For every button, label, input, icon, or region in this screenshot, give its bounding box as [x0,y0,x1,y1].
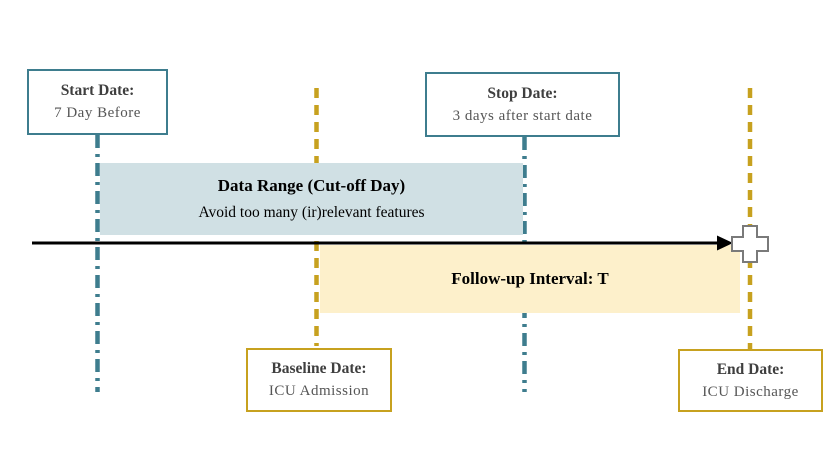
follow-up-interval-title: Follow-up Interval: T [451,269,609,288]
start-date-subtitle: 7 Day Before [54,105,141,121]
data-range-label: Data Range (Cut-off Day) Avoid too many … [100,163,523,235]
start-date-box: Start Date: 7 Day Before [27,69,168,135]
baseline-date-subtitle: ICU Admission [268,383,370,399]
stop-date-subtitle: 3 days after start date [452,107,593,124]
data-range-band [100,163,523,235]
baseline-date-box: Baseline Date: ICU Admission [246,348,392,412]
timeline-arrowhead-icon [717,235,733,251]
baseline-date-title: Baseline Date: [271,360,367,377]
data-range-subtitle: Avoid too many (ir)relevant features [198,204,425,221]
follow-up-interval-band [320,245,740,313]
follow-up-interval-label: Follow-up Interval: T [320,245,740,313]
end-date-title: End Date: [716,360,785,378]
plus-marker-icon [731,225,769,263]
end-date-box: End Date: ICU Discharge [678,349,823,412]
end-date-subtitle: ICU Discharge [702,383,799,400]
stop-date-box: Stop Date: 3 days after start date [425,72,620,137]
stop-date-title: Stop Date: [487,84,558,102]
start-date-title: Start Date: [60,82,135,99]
data-range-title: Data Range (Cut-off Day) [217,176,406,195]
